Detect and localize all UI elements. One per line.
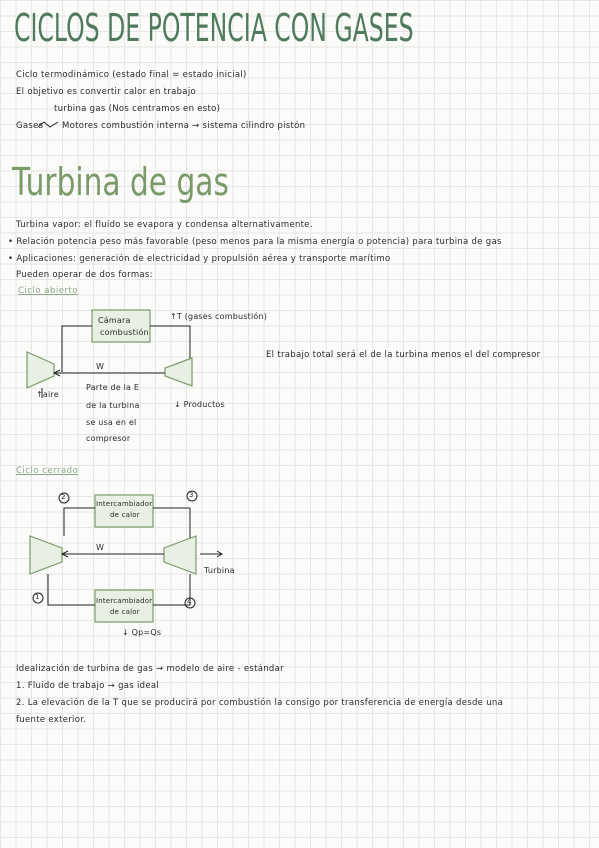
heat-out-label: ↓ Qp=Qs (122, 628, 162, 637)
turbine-out-arrowhead (216, 550, 223, 558)
section-line-2: Pueden operar de dos formas: (16, 270, 153, 280)
intro-line-1: Ciclo termodinámico (estado final = esta… (16, 70, 247, 80)
compressor-shape (26, 351, 55, 389)
chamber-label-1: Cámara (98, 316, 131, 325)
open-shaft-arrowhead (52, 369, 61, 377)
top-hx-box (94, 494, 154, 528)
ideal-line-4: fuente exterior. (16, 715, 87, 725)
note-line-2: de la turbina (86, 401, 140, 410)
closed-work-label: W (96, 543, 105, 552)
closed-turbine-shape (163, 535, 197, 575)
closed-compressor-shape (29, 535, 63, 575)
bullet-1-text: Relación potencia peso más favorable (pe… (16, 237, 502, 247)
open-cycle-subtitle: Ciclo abierto (18, 286, 78, 296)
section-title: Turbina de gas (12, 160, 229, 204)
open-work-label: W (96, 362, 105, 371)
turbine-label: Turbina (204, 566, 235, 575)
turbine-shape (164, 357, 193, 387)
bottom-hx-box (94, 589, 154, 623)
intro-line-4: Motores combustión interna → sistema cil… (62, 121, 306, 131)
node-2-label: 2 (61, 493, 66, 501)
open-line-right (150, 325, 191, 360)
closed-shaft-arrowhead (60, 550, 69, 558)
hx-bottom-label-1: Intercambiador (96, 597, 153, 605)
closed-cycle-subtitle: Ciclo cerrado (16, 466, 79, 476)
note-line-3: se usa en el (86, 418, 137, 427)
node-1-label: 1 (35, 593, 40, 601)
node-2-circle (58, 492, 70, 504)
intro-gases: Gases (16, 121, 44, 131)
hx-bottom-label-2: de calor (110, 608, 140, 616)
note-line-4: compresor (86, 434, 131, 443)
note-line-1: Parte de la E (86, 383, 140, 392)
intro-line-3: turbina gas (Nos centramos en esto) (54, 104, 221, 114)
intro-arrow-icon (37, 121, 59, 128)
node-3-label: 3 (189, 491, 194, 499)
ideal-line-3: 2. La elevación de la T que se producirá… (16, 698, 504, 708)
products-label: ↓ Productos (174, 400, 225, 409)
closed-line-tr (153, 507, 191, 538)
node-4-label: 4 (187, 598, 192, 606)
chamber-label-2: combustión (100, 328, 149, 337)
hx-top-label-1: Intercambiador (96, 500, 153, 508)
ideal-line-2: 1. Fluido de trabajo → gas ideal (16, 681, 160, 691)
page-title: CICLOS DE POTENCIA CON GASES (14, 6, 414, 50)
air-label: ↑aire (36, 390, 59, 399)
side-note: El trabajo total será el de la turbina m… (266, 350, 541, 360)
node-4-circle (184, 597, 196, 609)
node-3-circle (186, 490, 198, 502)
ideal-line-1: Idealización de turbina de gas → modelo … (16, 664, 284, 674)
bullet-2: • Aplicaciones: generación de electricid… (8, 254, 391, 264)
bullet-1: • Relación potencia peso más favorable (… (8, 237, 502, 247)
closed-line-bl (47, 574, 95, 606)
gases-out-label: ↑T (gases combustión) (170, 312, 268, 321)
node-1-circle (32, 592, 44, 604)
bullet-2-text: Aplicaciones: generación de electricidad… (16, 254, 391, 264)
closed-line-tl (63, 507, 95, 536)
section-line-1: Turbina vapor: el fluido se evapora y co… (16, 220, 313, 230)
closed-line-br (153, 574, 191, 606)
hx-top-label-2: de calor (110, 511, 140, 519)
combustion-chamber-box (91, 309, 151, 343)
intro-line-2: El objetivo es convertir calor en trabaj… (16, 87, 196, 97)
open-line-left (61, 325, 92, 372)
